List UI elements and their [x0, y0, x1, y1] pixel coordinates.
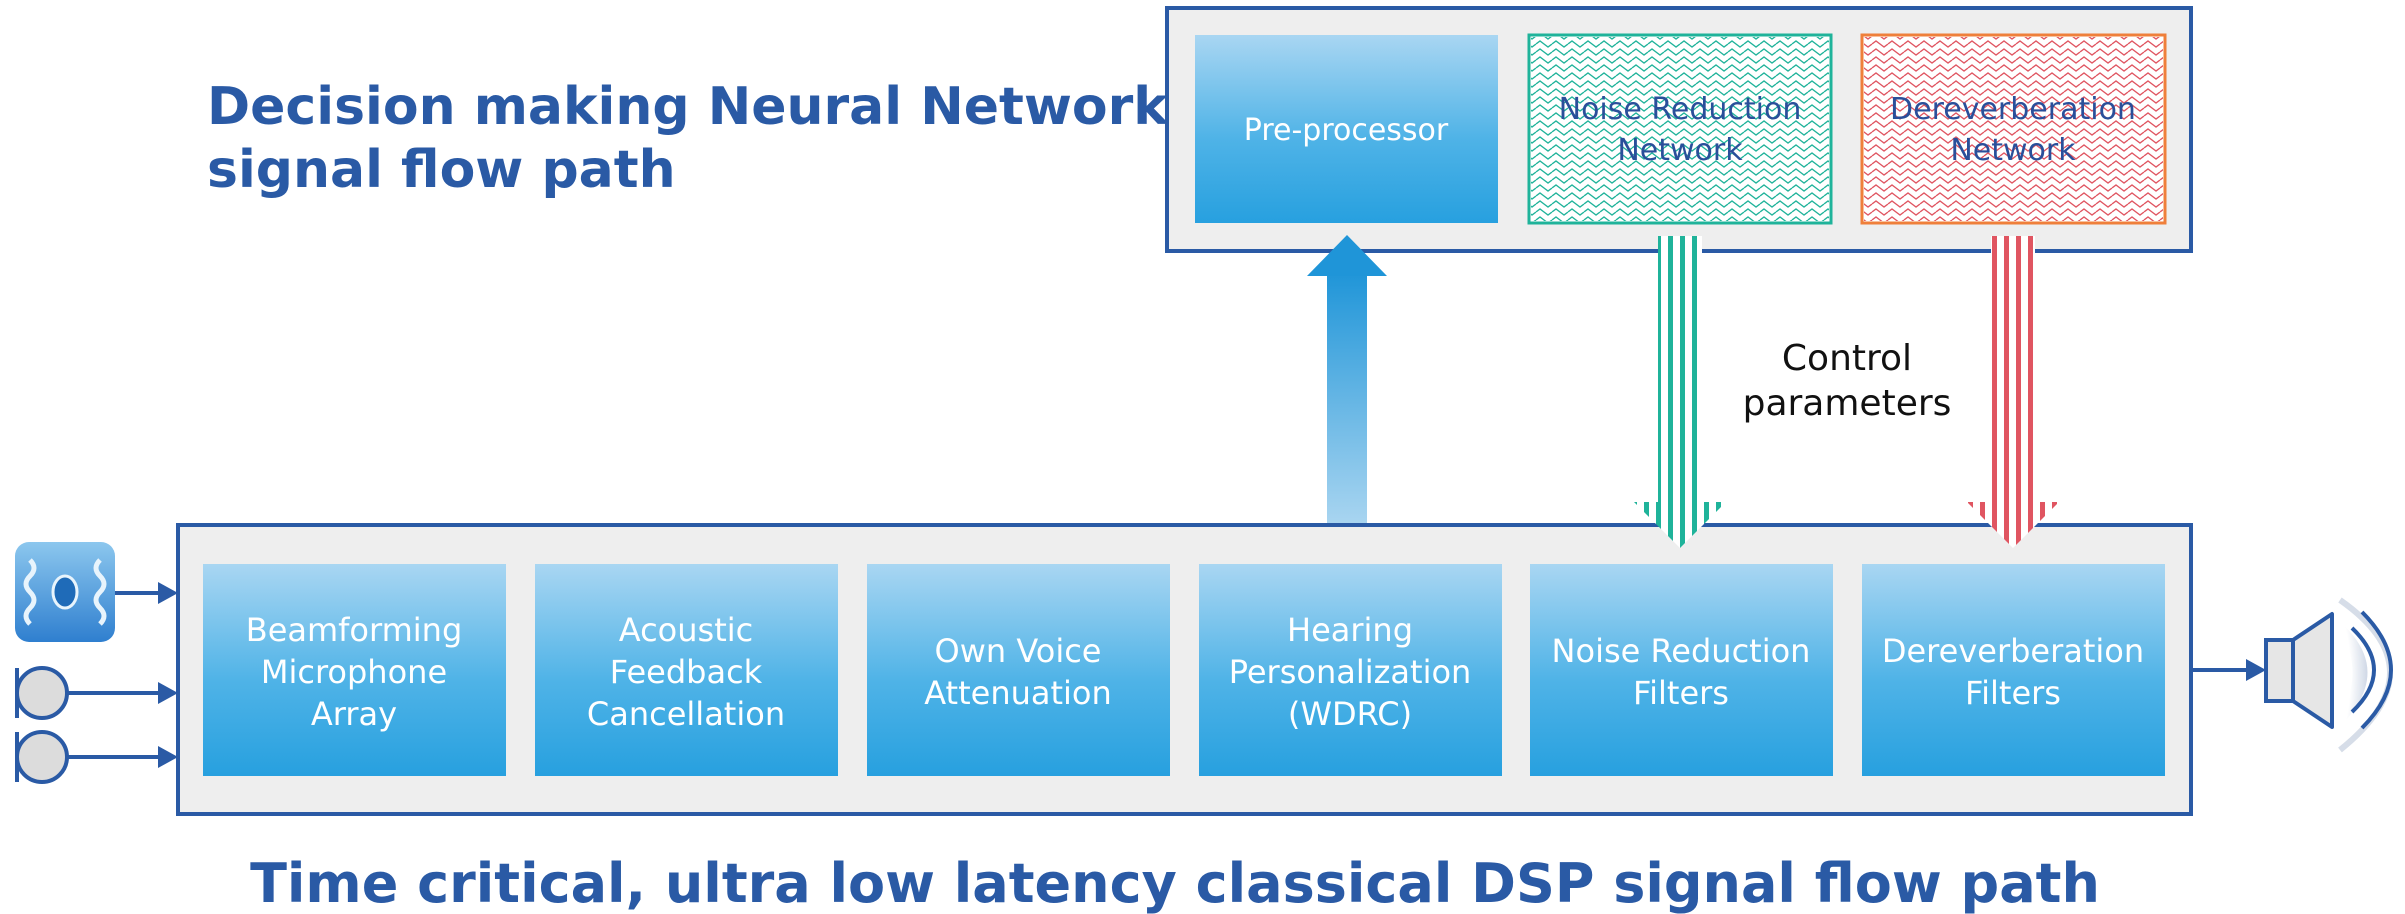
- dereverberation-network-block: Dereverberation Network: [1860, 33, 2167, 225]
- dsp-block-label: Feedback: [610, 653, 763, 691]
- dsp-block-label: Noise Reduction: [1552, 632, 1811, 670]
- dsp-block-feedback-cancellation: Acoustic Feedback Cancellation: [535, 564, 838, 776]
- dsp-title: Time critical, ultra low latency classic…: [250, 852, 2100, 914]
- dsp-frame: [176, 523, 2193, 816]
- microphone-array-icon: [15, 542, 115, 642]
- microphone-icon: [15, 666, 178, 720]
- dereverb-network-label-line2: Network: [1950, 133, 2076, 168]
- dsp-block-label: Hearing: [1287, 611, 1413, 649]
- noise-network-label-line1: Noise Reduction: [1559, 92, 1802, 127]
- dsp-block-label: Acoustic: [619, 611, 753, 649]
- output-arrow: [2191, 659, 2266, 681]
- dsp-block-dereverb-filters: Dereverberation Filters: [1862, 564, 2165, 776]
- input-arrow-array: [115, 582, 178, 604]
- dsp-block-label: (WDRC): [1288, 695, 1412, 733]
- dsp-block-own-voice: Own Voice Attenuation: [867, 564, 1170, 776]
- dsp-block-label: Attenuation: [924, 674, 1112, 712]
- nn-title-line1: Decision making Neural Network: [207, 77, 1169, 137]
- speaker-icon: [2264, 597, 2393, 753]
- dsp-block-label: Filters: [1965, 674, 2061, 712]
- dsp-block-label: Microphone: [261, 653, 447, 691]
- up-arrow-to-preprocessor: [1307, 235, 1387, 552]
- microphone-icon: [15, 730, 178, 784]
- dsp-block-beamforming: Beamforming Microphone Array: [203, 564, 506, 776]
- dsp-block-label: Own Voice: [935, 632, 1102, 670]
- preprocessor-label: Pre-processor: [1244, 113, 1449, 148]
- nn-title-line2: signal flow path: [207, 140, 676, 200]
- dsp-block-label: Array: [311, 695, 397, 733]
- dsp-block-label: Dereverberation: [1882, 632, 2144, 670]
- preprocessor-block: Pre-processor: [1195, 35, 1498, 223]
- noise-reduction-network-block: Noise Reduction Network: [1527, 33, 1833, 225]
- dsp-block-label: Personalization: [1229, 653, 1472, 691]
- control-parameters-line2: parameters: [1743, 383, 1952, 424]
- dsp-block-label: Cancellation: [587, 695, 785, 733]
- dsp-block-hearing-personalization: Hearing Personalization (WDRC): [1199, 564, 1502, 776]
- dsp-block-noise-filters: Noise Reduction Filters: [1530, 564, 1833, 776]
- control-parameters-line1: Control: [1782, 338, 1912, 379]
- dsp-block-label: Beamforming: [246, 611, 463, 649]
- dsp-block-label: Filters: [1633, 674, 1729, 712]
- noise-network-label-line2: Network: [1617, 133, 1743, 168]
- down-arrow-dereverb-control: [1967, 236, 2059, 548]
- dereverb-network-label-line1: Dereverberation: [1890, 92, 2136, 127]
- down-arrow-noise-control: [1634, 236, 1726, 548]
